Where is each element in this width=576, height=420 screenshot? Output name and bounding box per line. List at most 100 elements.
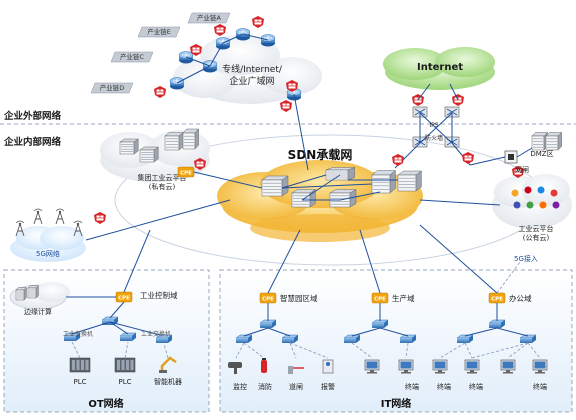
cpe-icon: CPE [115,291,133,303]
cloud-vendor-icon [552,201,560,209]
terminal-icon [464,359,480,374]
cpe-label: CPE [374,297,386,303]
antenna-icon [55,208,65,225]
server-rack-icon [397,170,423,192]
cloud-vendor-icon [537,186,545,194]
core-link [281,174,327,189]
wan-link [185,56,211,67]
switch-icon [259,319,277,328]
server-rack-icon [139,146,159,163]
it-link [267,327,291,337]
ot-link [71,321,111,335]
it-device-label: 报警 [321,382,335,391]
it-uplink [267,229,301,294]
it-link [243,327,269,337]
cpe-icon: CPE [488,292,506,304]
server-rack-icon [164,131,184,151]
firewall-label-ips: IPS [429,122,438,129]
it-device-label: 终端 [405,382,419,391]
plc-icon [69,357,91,373]
public-cloud [492,174,572,229]
it-device-label: 消防 [258,382,272,391]
five-g-cloud: 5G网络 [10,226,86,262]
wan-cloud: 专线/Internet/ 企业广域网 [173,35,322,104]
ot-uplink [123,229,151,293]
edge-server-icon [15,286,27,301]
it-device-link [351,342,373,359]
ot-device-label: PLC [73,378,86,386]
terminal-icon [432,359,448,374]
it-zone-label: IT网络 [381,397,412,410]
dmz-link [469,156,506,166]
it-device-label: 终端 [469,382,483,391]
wan-cloud-label-2: 企业广域网 [229,75,274,87]
terminal-icon [532,359,548,374]
branch-label: 产业链D [100,83,125,92]
branch-label: 产业链C [120,52,145,61]
it-device-link [527,342,541,359]
server-rack-icon [182,128,200,150]
internet-link [449,83,459,101]
it-uplink [419,224,498,294]
terminal-icon [398,359,414,374]
firewall-icon [252,16,264,28]
cpe-icon: CPE [259,292,277,304]
wan-link [242,33,269,41]
ot-device-label: 智能机器 [154,377,182,386]
switch-icon [235,334,253,343]
ot-domain-label: 工业控制域 [140,290,178,300]
edge-server-icon [27,284,39,299]
firewall-icon [194,158,206,170]
it-uplink [359,229,381,294]
plc-icon [114,357,136,373]
public-cloud-label-2: (公有云) [523,233,550,242]
public-cloud-label-1: 工业云平台 [519,224,554,233]
core-link [193,171,263,189]
it-link [379,327,409,337]
wan-core-link [293,93,309,171]
wan-link [209,42,224,67]
firewall-icon [512,166,524,178]
five-g-net-label: 5G网络 [36,249,60,258]
it-device-link [289,342,297,359]
ot-link [109,321,129,335]
fw-link [419,112,453,144]
it-device-link [507,342,529,359]
firewall-icon [286,80,298,92]
it-domain-label: 办公域 [509,293,532,303]
cloud-vendor-icon [524,186,532,194]
firewall-icon [462,152,474,164]
ot-link [109,301,125,319]
internet-link [417,83,431,101]
internet-cloud: Internet [383,47,495,90]
industrial-switch-icon [155,334,173,343]
camera-icon [228,362,242,374]
branch-label: 产业链A [197,13,222,22]
firewall-icon [280,100,292,112]
core-link [301,174,341,201]
antenna-icon [73,220,83,237]
dmz-server-icon [531,131,549,151]
cloud-vendor-icon [539,201,547,209]
cpe-label: CPE [262,297,274,303]
branch-site [90,82,134,94]
switch-icon [488,319,506,328]
branch-label: 产业链E [147,27,171,36]
firewall-icon [392,154,404,166]
ot-zone-label: OT网络 [88,397,123,410]
terminal-icon [364,359,380,374]
gate-icon [288,366,304,374]
gateway-icon [504,150,518,164]
it-device-label: 监控 [233,382,247,391]
cpe-label: CPE [491,297,503,303]
branch-site [137,26,181,38]
server-rack-icon [325,167,355,181]
net-lab-label: 网闸 [515,166,529,174]
five-g-access-link [496,261,521,294]
branch-site [110,51,154,63]
cloud-vendor-icon [513,201,521,209]
it-link [496,327,529,337]
